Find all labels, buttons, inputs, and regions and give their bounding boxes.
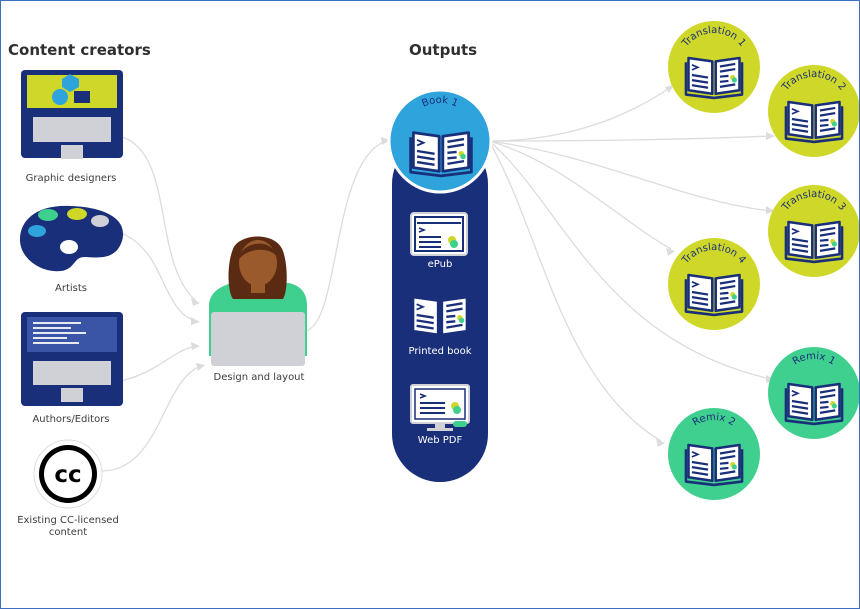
laptop-shapes-icon: [21, 70, 123, 159]
book-1-label: Book 1: [420, 95, 459, 110]
book-1-circle: Book 1: [387, 88, 493, 194]
cc-icon: cc: [33, 439, 103, 509]
authors-editors-label: Authors/Editors: [32, 414, 110, 425]
book-arrowheads: [656, 85, 775, 447]
cc-content-label: Existing CC-licensed content: [17, 515, 119, 538]
remix-2-label: Remix 2: [691, 412, 737, 429]
artists-label: Artists: [55, 283, 87, 294]
printed-book-label: Printed book: [408, 346, 472, 357]
translation-3-circle: Translation 3: [768, 185, 859, 277]
outputs-heading: Outputs: [409, 41, 478, 59]
svg-text:cc: cc: [54, 462, 81, 488]
web-pdf-label: Web PDF: [417, 435, 463, 446]
remix-2-circle: Remix 2: [668, 408, 760, 500]
epub-label: ePub: [427, 259, 453, 270]
design-to-book-connector: [305, 140, 387, 332]
remix-1-circle: Remix 1: [768, 347, 859, 439]
person-laptop-icon: [209, 236, 307, 366]
laptop-text-icon: [21, 312, 123, 406]
epub-tablet-icon: [410, 212, 468, 256]
book-connectors: [488, 86, 772, 442]
creator-arrowheads: [191, 298, 205, 371]
creator-connectors: [100, 135, 202, 472]
translation-4-circle: Translation 4: [668, 238, 760, 330]
graphic-designers-label: Graphic designers: [25, 173, 117, 184]
palette-icon: [19, 205, 124, 272]
content-creators-heading: Content creators: [8, 41, 151, 59]
design-and-layout-label: Design and layout: [213, 372, 305, 383]
design-to-book-arrow: [381, 137, 390, 145]
remix-1-label: Remix 1: [791, 351, 837, 368]
translation-2-circle: Translation 2: [768, 65, 859, 157]
monitor-icon: [410, 384, 470, 431]
translation-1-circle: Translation 1: [668, 21, 760, 113]
